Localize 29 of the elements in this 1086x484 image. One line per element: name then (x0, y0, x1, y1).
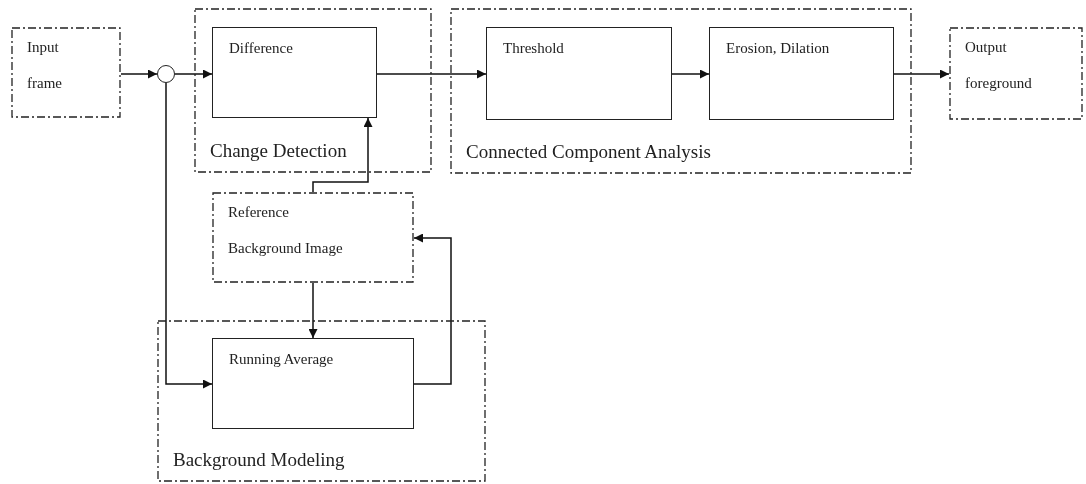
arrow (312, 117, 373, 193)
group-title: Connected Component Analysis (466, 140, 711, 164)
arrow (671, 69, 710, 79)
arrow (174, 69, 213, 79)
box-label: Threshold (503, 39, 565, 58)
arrow (376, 69, 487, 79)
arrow (120, 69, 158, 79)
arrow (165, 82, 213, 389)
group-title: Background Modeling (173, 448, 345, 472)
arrow (308, 282, 318, 339)
group-title: Change Detection (210, 139, 347, 163)
arrow (413, 233, 452, 385)
box-label: Reference Background Image (228, 203, 344, 258)
process-box (709, 27, 894, 120)
io-box (212, 192, 414, 283)
io-box (949, 27, 1083, 120)
io-box (11, 27, 121, 118)
arrow (893, 69, 950, 79)
process-box (486, 27, 672, 120)
box-label: Difference (229, 39, 294, 58)
process-box (212, 27, 377, 118)
box-label: Output foreground (965, 38, 1033, 93)
group-frame (194, 8, 432, 173)
group-frame (157, 320, 486, 482)
group-frame (450, 8, 912, 174)
process-box (212, 338, 414, 429)
box-label: Running Average (229, 350, 335, 369)
box-label: Input frame (27, 38, 63, 93)
box-label: Erosion, Dilation (726, 39, 831, 58)
